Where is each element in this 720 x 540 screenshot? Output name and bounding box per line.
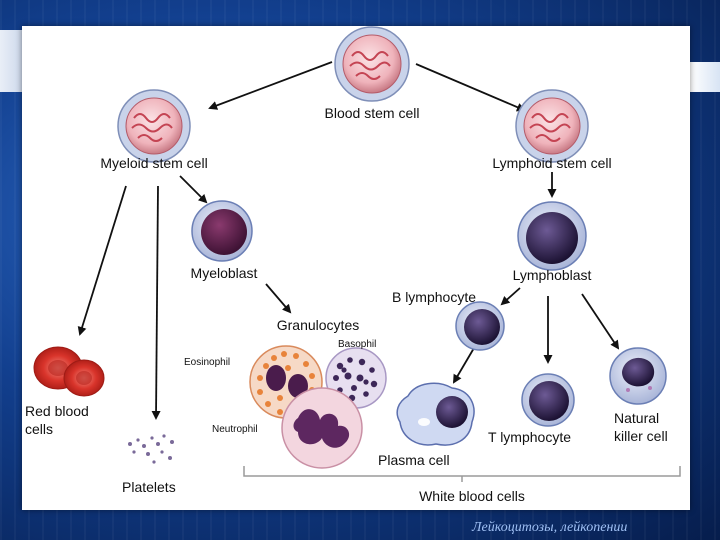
label-neutrophil: Neutrophil [212,424,258,435]
slide-footer-caption: Лейкоцитозы, лейкопении [472,520,628,535]
lymphoblast-cell [517,201,587,271]
myeloblast-cell [191,200,253,262]
label-blood-stem-cell: Blood stem cell [325,105,420,121]
arrow-stem-to-lymphoid [415,63,526,112]
arrow-myeloid-to-red-cells [77,185,127,336]
label-granulocytes: Granulocytes [277,317,359,333]
label-red-blood-cells-line1: Red blood [25,403,89,419]
label-natural-killer-line2: killer cell [614,428,668,444]
label-plasma-cell: Plasma cell [378,452,450,468]
white-blood-cells-bracket [243,466,681,482]
b-lymphocyte-cell [455,301,505,351]
label-basophil: Basophil [338,339,376,350]
label-t-lymphocyte: T lymphocyte [488,429,571,445]
label-red-blood-cells-line2: cells [25,421,53,437]
label-myeloblast: Myeloblast [191,265,258,281]
label-lymphoblast: Lymphoblast [513,267,592,283]
arrows [77,61,620,420]
plasma-cell [396,382,475,446]
arrow-myeloblast-to-granulocytes [265,283,292,314]
label-myeloid-stem-cell: Myeloid stem cell [100,155,207,171]
lymphoid-stem-cell [515,89,589,163]
t-lymphocyte-cell [521,373,575,427]
arrow-b-lymphocyte-to-plasma-cell [452,347,475,384]
blood-stem-cell [334,26,410,102]
hematopoiesis-diagram: Blood stem cell Myeloid stem cell Lympho… [25,26,681,504]
red-blood-cells [33,346,105,397]
arrow-stem-to-myeloid [208,61,333,110]
arrow-lymphoblast-to-natural-killer [581,293,620,350]
arrow-myeloid-to-platelets [151,185,161,420]
label-eosinophil: Eosinophil [184,357,230,368]
myeloid-stem-cell [117,89,191,163]
label-platelets: Platelets [122,479,176,495]
title-band-right [690,62,720,92]
natural-killer-cell [609,347,667,405]
platelets-cluster [128,434,174,464]
label-lymphoid-stem-cell: Lymphoid stem cell [492,155,611,171]
neutrophil-cell [281,387,363,469]
arrow-myeloid-to-myeloblast [179,175,208,204]
label-b-lymphocyte: B lymphocyte [392,289,476,305]
arrow-lymphoblast-to-b-lymphocyte [500,287,521,306]
label-natural-killer-line1: Natural [614,410,659,426]
label-white-blood-cells: White blood cells [419,488,525,504]
